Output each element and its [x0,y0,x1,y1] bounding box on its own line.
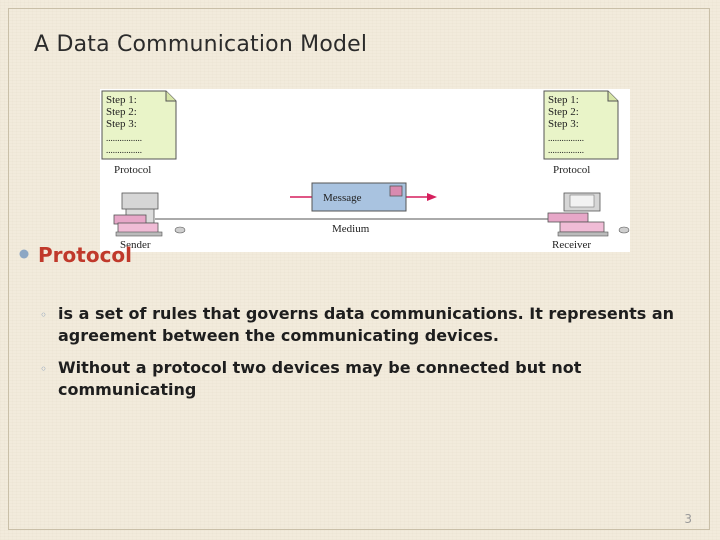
protocol-point-2: Without a protocol two devices may be co… [58,358,582,399]
left-step-1: Step 1: [106,94,137,106]
left-protocol-document: Step 1: Step 2: Step 3: ................… [101,90,177,160]
message-arrow [290,193,437,201]
message-label: Message [323,192,362,204]
right-step-3: Step 3: [548,118,579,130]
left-step-3: Step 3: [106,118,137,130]
medium-label: Medium [332,223,370,235]
right-protocol-document: Step 1: Step 2: Step 3: ................… [543,90,619,160]
sender-computer-icon [113,192,186,237]
slide-frame [8,8,710,530]
receiver-computer-icon [547,192,630,237]
protocol-heading: Protocol [38,243,133,267]
protocol-point-1: is a set of rules that governs data comm… [58,304,675,345]
right-step-2: Step 2: [548,106,579,118]
left-protocol-label: Protocol [114,164,151,176]
right-protocol-label: Protocol [553,164,590,176]
right-step-1: Step 1: [548,94,579,106]
data-communication-diagram: Step 1: Step 2: Step 3: ................… [100,89,630,252]
diagram-svg: Step 1: Step 2: Step 3: ................… [101,90,630,251]
sender-label: Sender [120,239,151,251]
left-step-dots-2: ................ [106,145,142,155]
sub-bullet-icon: ◦ [40,362,48,376]
page-number: 3 [684,512,692,526]
left-step-dots-1: ................ [106,133,142,143]
message-box: Message [311,182,407,212]
receiver-label: Receiver [552,239,591,251]
sub-bullet-icon: ◦ [40,308,48,322]
slide-title: A Data Communication Model [34,32,368,57]
heading-bullet-icon [19,249,29,259]
left-step-2: Step 2: [106,106,137,118]
right-step-dots-1: ................ [548,133,584,143]
right-step-dots-2: ................ [548,145,584,155]
